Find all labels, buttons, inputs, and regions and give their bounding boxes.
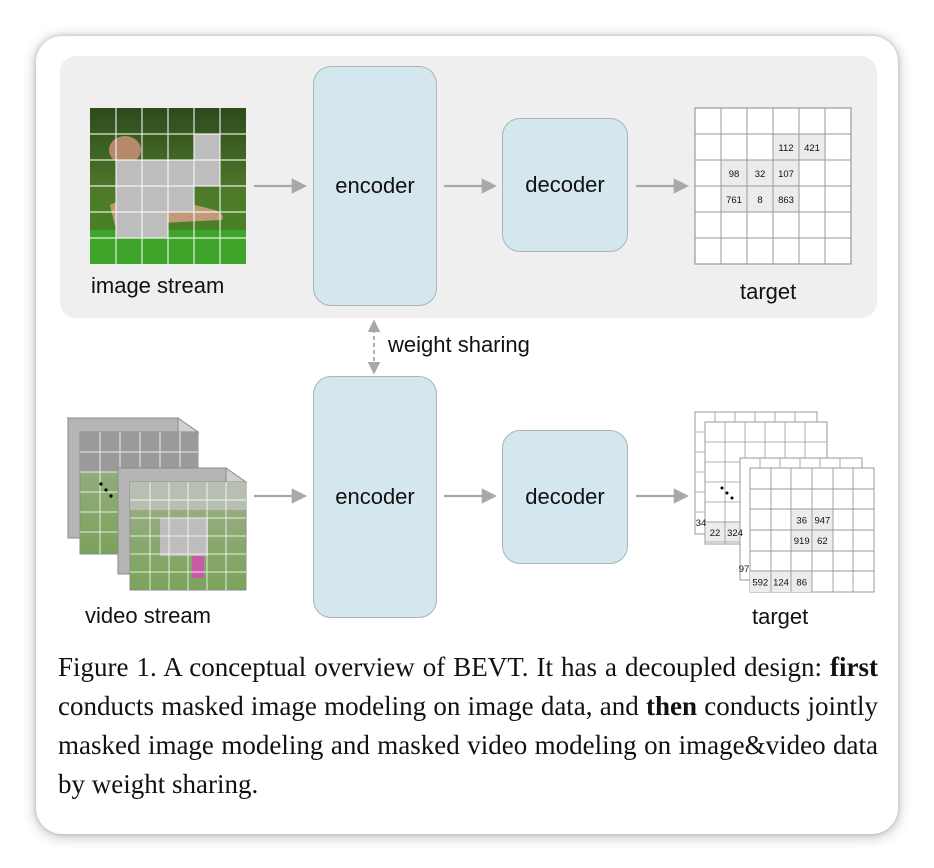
target-cell-value: 98 — [729, 169, 740, 180]
image-encoder-box: encoder — [313, 66, 437, 306]
video-encoder-box: encoder — [313, 376, 437, 618]
image-target-label: target — [740, 279, 797, 304]
video-target-grids: 36 947 919 62 592 124 86 22 324 34 97 — [694, 411, 875, 593]
target-cell-value: 32 — [755, 169, 766, 180]
weight-sharing-label: weight sharing — [388, 332, 530, 357]
video-target-label: target — [752, 604, 809, 629]
caption-prefix: Figure 1. A conceptual overview of BEVT.… — [58, 652, 831, 682]
caption-bold-first: first — [830, 652, 878, 682]
image-stream-photo — [90, 108, 246, 264]
target-cell-value: 421 — [804, 143, 820, 154]
back-cell-value: 34 — [696, 518, 707, 529]
video-stream-frames — [66, 417, 248, 591]
video-stream-label: video stream — [85, 603, 211, 628]
target-cell-value: 863 — [778, 195, 794, 206]
target-cell-value: 107 — [778, 169, 794, 180]
back-cell-value: 22 — [710, 528, 721, 539]
figure-caption: Figure 1. A conceptual overview of BEVT.… — [58, 648, 878, 804]
target-cell-value: 124 — [773, 578, 789, 589]
target-cell-value: 36 — [796, 515, 807, 526]
target-cell-value: 761 — [726, 195, 742, 206]
target-cell-value: 86 — [796, 578, 807, 589]
image-decoder-label: decoder — [525, 172, 605, 197]
target-cell-value: 8 — [757, 195, 762, 206]
back-cell-value: 324 — [727, 528, 743, 539]
target-cell-value: 112 — [778, 143, 793, 154]
video-decoder-box: decoder — [502, 430, 628, 564]
target-cell-value: 592 — [752, 578, 768, 589]
video-encoder-label: encoder — [335, 484, 415, 509]
target-cell-value: 947 — [814, 515, 830, 526]
video-decoder-label: decoder — [525, 484, 605, 509]
image-encoder-label: encoder — [335, 173, 415, 198]
target-cell-value: 62 — [817, 536, 828, 547]
back-cell-value: 97 — [739, 564, 750, 575]
image-decoder-box: decoder — [502, 118, 628, 252]
caption-suffix: conducts jointly masked image modeling a… — [58, 691, 878, 799]
caption-mid: conducts masked image modeling on image … — [58, 691, 647, 721]
caption-bold-then: then — [646, 691, 698, 721]
image-target-grid: 112 421 98 32 107 761 8 863 — [694, 107, 852, 265]
target-cell-value: 919 — [794, 536, 810, 547]
image-stream-label: image stream — [91, 273, 225, 298]
